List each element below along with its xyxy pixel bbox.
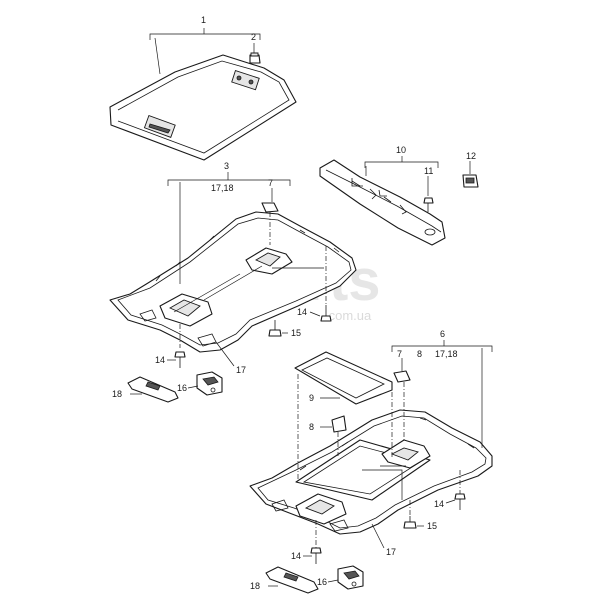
callout-8b-label: 8	[309, 422, 314, 432]
callout-17a: 17	[215, 341, 246, 375]
part-headliner-3	[109, 211, 357, 353]
callout-15a: 15	[282, 328, 301, 338]
part-grab-handle-18-lower	[265, 566, 319, 594]
callout-12-label: 12	[466, 151, 476, 161]
callout-18a-label: 18	[112, 389, 122, 399]
callout-7-upper-label: 7	[268, 178, 273, 188]
callout-16a-label: 16	[177, 383, 187, 393]
callout-7-lower-label: 7	[397, 349, 402, 359]
callout-10-label: 10	[396, 145, 406, 155]
part-headliner-6	[249, 409, 493, 535]
part-clip-2	[249, 52, 261, 64]
part-clip-7-upper	[261, 202, 279, 245]
callout-16b: 16	[317, 577, 339, 587]
part-clip-8	[331, 415, 347, 456]
callout-14d: 14	[291, 551, 312, 561]
callout-18b-label: 18	[250, 581, 260, 591]
part-clip-7-lower	[393, 370, 411, 442]
callout-8a-label: 8	[417, 349, 422, 359]
part-headliner-mat	[109, 54, 297, 161]
callout-17b: 17	[371, 523, 396, 557]
callout-10: 10	[364, 145, 439, 176]
part-rail-10	[319, 159, 446, 246]
watermark-domain: .com.ua	[325, 308, 372, 323]
part-grab-handle-18-upper	[127, 376, 179, 403]
callout-12: 12	[466, 151, 476, 174]
part-screw-15-upper	[268, 320, 282, 337]
part-screw-14-upper-left	[174, 351, 186, 368]
callout-1-label: 1	[201, 15, 206, 25]
callout-16a: 16	[177, 383, 199, 393]
part-lamp-16-lower	[337, 565, 364, 590]
callout-17b-label: 17	[386, 547, 396, 557]
callout-3: 3 17,18	[167, 161, 291, 284]
callout-7-upper: 7	[268, 178, 273, 202]
callout-14a: 14	[297, 307, 321, 317]
callout-15b: 15	[417, 521, 437, 531]
callout-16b-label: 16	[317, 577, 327, 587]
callout-2: 2	[251, 32, 256, 53]
callout-8b: 8	[309, 422, 332, 432]
callout-2-label: 2	[251, 32, 256, 42]
callout-3-sub: 17,18	[211, 183, 234, 193]
callout-1: 1	[149, 15, 261, 75]
callout-14d-label: 14	[291, 551, 301, 561]
callout-14b-label: 14	[155, 355, 165, 365]
callout-9: 9	[309, 393, 340, 403]
callout-14b: 14	[155, 355, 176, 365]
callout-6-label: 6	[440, 329, 445, 339]
callout-7-lower: 7	[397, 349, 403, 371]
part-screw-11	[423, 197, 434, 212]
callout-9-label: 9	[309, 393, 314, 403]
callout-11-label: 11	[424, 166, 433, 176]
callout-8a: 8	[417, 349, 422, 359]
callout-14a-label: 14	[297, 307, 307, 317]
callout-15b-label: 15	[427, 521, 437, 531]
part-screw-15-lower	[403, 516, 417, 529]
callout-17a-label: 17	[236, 365, 246, 375]
part-screw-14-lower-left	[310, 547, 322, 564]
callout-14c-label: 14	[434, 499, 444, 509]
callout-18a: 18	[112, 389, 142, 399]
callout-6: 6 17,18	[391, 329, 493, 448]
part-screw-14-lower-right	[454, 493, 466, 510]
callout-14c: 14	[434, 499, 456, 509]
callout-11: 11	[424, 166, 433, 196]
part-sunroof-frame-9	[294, 351, 393, 480]
part-screw-14-upper-right	[320, 305, 332, 322]
part-clip-12	[462, 174, 479, 188]
callout-18b: 18	[250, 581, 278, 591]
callout-15a-label: 15	[291, 328, 301, 338]
callout-3-label: 3	[224, 161, 229, 171]
part-lamp-16-upper	[196, 371, 223, 396]
callout-6-sub: 17,18	[435, 349, 458, 359]
